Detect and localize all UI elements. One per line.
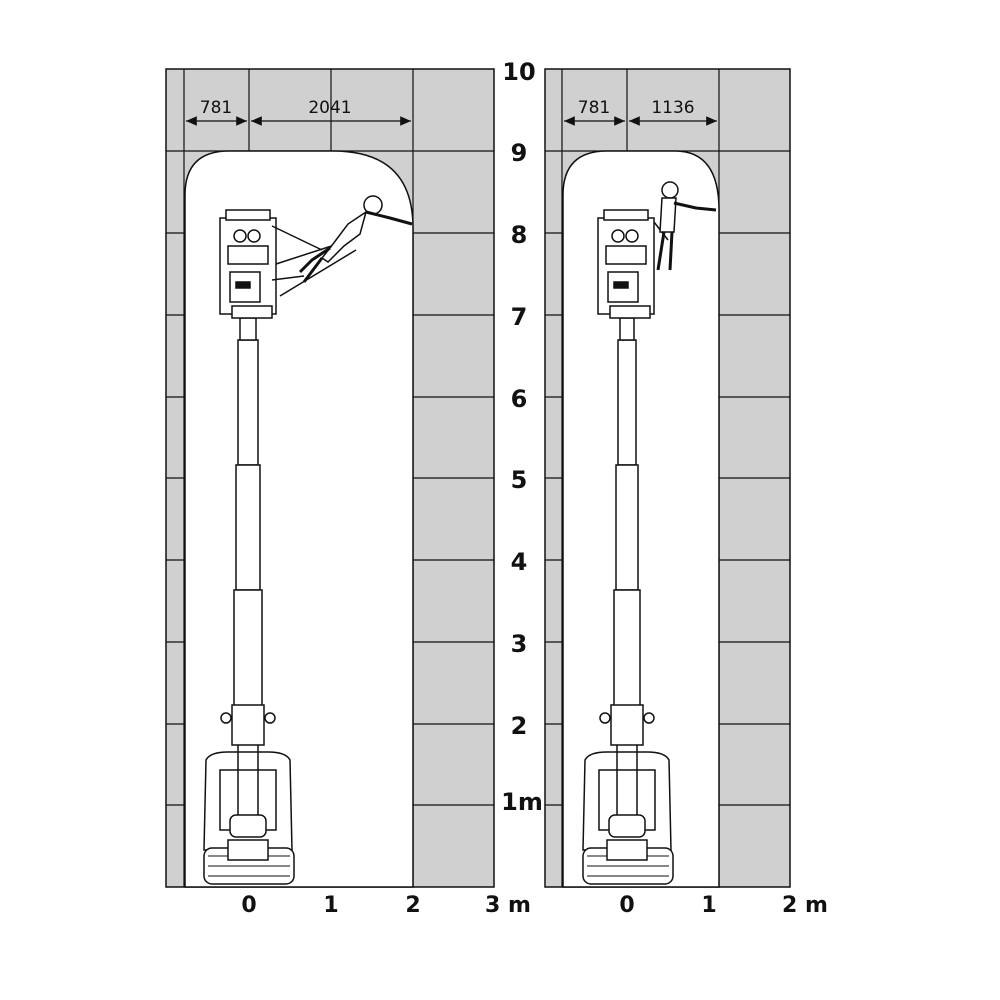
y-label-3: 3 [511,630,528,658]
dim-right-1136: 1136 [651,98,694,118]
y-label-4: 4 [511,548,528,576]
y-label-10: 10 [502,58,535,86]
y-label-2: 2 [511,712,528,740]
dim-left-2041: 2041 [308,98,351,118]
left-x-label-3m: 3 m [485,893,531,918]
reach-envelope [562,150,720,888]
left-working-envelope: 781 2041 [165,68,495,888]
y-axis-labels: 10 9 8 7 6 5 4 3 2 1m [501,58,543,816]
left-x-label-2: 2 [405,893,420,918]
left-x-axis-labels: 0 1 2 3 m [241,893,531,918]
right-x-axis-labels: 0 1 2 m [619,893,828,918]
y-label-7: 7 [511,303,528,331]
right-x-label-1: 1 [701,893,716,918]
y-label-6: 6 [511,385,528,413]
y-label-5: 5 [511,466,528,494]
y-label-1m: 1m [501,788,543,816]
left-lift-machine [203,195,413,885]
left-x-label-0: 0 [241,893,256,918]
right-lift-machine [582,181,717,885]
y-label-9: 9 [511,139,528,167]
right-x-label-0: 0 [619,893,634,918]
dim-left-781: 781 [200,98,232,118]
left-x-label-1: 1 [323,893,338,918]
right-x-label-2m: 2 m [782,893,828,918]
y-label-8: 8 [511,221,528,249]
dim-right-781: 781 [578,98,610,118]
